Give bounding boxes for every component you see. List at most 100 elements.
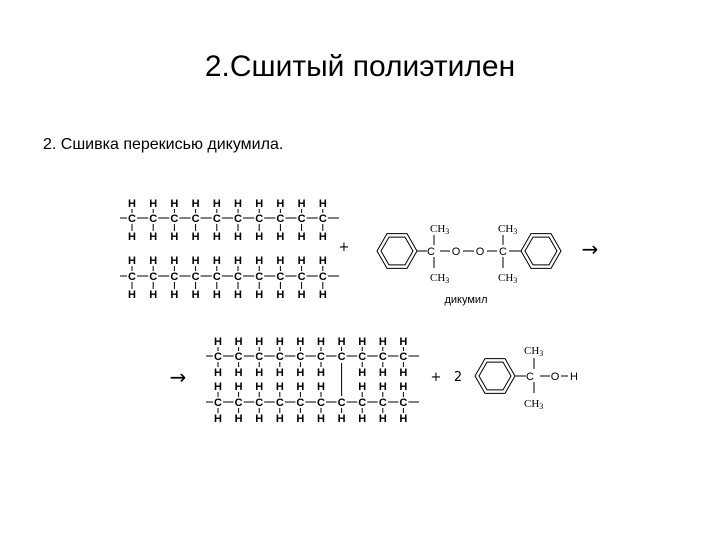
carbon-atom: C xyxy=(255,271,263,283)
carbon-atom: C xyxy=(255,397,263,409)
carbon-atom: C xyxy=(319,271,327,283)
hydrogen-atom: H xyxy=(338,336,346,348)
methyl-group: CH3 xyxy=(498,272,517,285)
hydrogen-atom: H xyxy=(296,381,304,393)
reaction-arrow: → xyxy=(170,365,187,389)
hydrogen-atom: H xyxy=(234,198,242,210)
hydrogen-atom: H xyxy=(192,231,200,243)
carbon-atom: C xyxy=(276,351,284,363)
hydrogen-atom: H xyxy=(234,289,242,301)
carbon-atom: C xyxy=(379,351,387,363)
carbon-atom: C xyxy=(213,271,221,283)
carbon-atom: C xyxy=(298,213,306,225)
carbon-atom: C xyxy=(319,213,327,225)
methyl-group: CH3 xyxy=(430,223,449,236)
hydrogen-atom: H xyxy=(235,381,243,393)
carbon-atom: C xyxy=(358,397,366,409)
oxygen-atom: O xyxy=(551,371,560,383)
carbon-atom: C xyxy=(296,397,304,409)
carbon-atom: C xyxy=(276,213,284,225)
hydrogen-atom: H xyxy=(379,336,387,348)
carbon-atom: C xyxy=(399,351,407,363)
hydrogen-atom: H xyxy=(296,336,304,348)
hydrogen-atom: H xyxy=(149,198,157,210)
hydrogen-atom: H xyxy=(276,255,284,267)
carbon-atom: C xyxy=(128,271,136,283)
carbon-atom: C xyxy=(192,271,200,283)
hydrogen-atom: H xyxy=(399,381,407,393)
hydrogen-atom: H xyxy=(276,336,284,348)
carbon-atom: C xyxy=(255,213,263,225)
hydrogen-atom: H xyxy=(214,413,222,425)
hydrogen-atom: H xyxy=(255,367,263,379)
carbon-atom: C xyxy=(235,397,243,409)
carbon-atom: C xyxy=(317,351,325,363)
hydrogen-atom: H xyxy=(128,231,136,243)
carbon-atom: C xyxy=(149,271,157,283)
hydrogen-atom: H xyxy=(192,255,200,267)
hydrogen-atom: H xyxy=(317,381,325,393)
hydrogen-atom: H xyxy=(276,413,284,425)
hydrogen-atom: H xyxy=(235,367,243,379)
hydrogen-atom: H xyxy=(358,381,366,393)
hydrogen-atom: H xyxy=(358,367,366,379)
carbon-atom: C xyxy=(338,351,346,363)
hydrogen-atom: H xyxy=(570,371,578,383)
carbon-atom: C xyxy=(170,213,178,225)
methyl-group: CH3 xyxy=(524,345,543,358)
hydrogen-atom: H xyxy=(276,198,284,210)
hydrogen-atom: H xyxy=(149,255,157,267)
hydrogen-atom: H xyxy=(170,231,178,243)
hydrogen-atom: H xyxy=(235,413,243,425)
benzene-ring-left xyxy=(376,233,418,269)
oxygen-atom: O xyxy=(452,246,461,258)
hydrogen-atom: H xyxy=(213,289,221,301)
carbon-atom: C xyxy=(255,351,263,363)
hydrogen-atom: H xyxy=(149,289,157,301)
carbon-atom: C xyxy=(276,397,284,409)
hydrogen-atom: H xyxy=(296,413,304,425)
hydrogen-atom: H xyxy=(319,289,327,301)
hydrogen-atom: H xyxy=(399,336,407,348)
hydrogen-atom: H xyxy=(319,198,327,210)
carbon-atom: C xyxy=(358,351,366,363)
carbon-atom: C xyxy=(235,351,243,363)
carbon-atom: C xyxy=(170,271,178,283)
benzene-ring-product xyxy=(474,358,516,394)
hydrogen-atom: H xyxy=(214,381,222,393)
hydrogen-atom: H xyxy=(319,255,327,267)
hydrogen-atom: H xyxy=(379,367,387,379)
hydrogen-atom: H xyxy=(214,336,222,348)
carbon-atom: C xyxy=(149,213,157,225)
benzene-ring-right xyxy=(520,233,562,269)
hydrogen-atom: H xyxy=(276,381,284,393)
hydrogen-atom: H xyxy=(149,231,157,243)
hydrogen-atom: H xyxy=(358,413,366,425)
carbon-atom: C xyxy=(427,246,435,258)
carbon-atom: C xyxy=(276,271,284,283)
hydrogen-atom: H xyxy=(128,289,136,301)
carbon-atom: C xyxy=(298,271,306,283)
hydrogen-atom: H xyxy=(317,413,325,425)
hydrogen-atom: H xyxy=(170,198,178,210)
oxygen-atom: O xyxy=(476,246,485,258)
carbon-atom: C xyxy=(296,351,304,363)
slide-subtitle: 2. Сшивка перекисью дикумила. xyxy=(43,136,284,153)
carbon-atom: C xyxy=(338,397,346,409)
polyethylene-chains: HCHHCHHCHHCHHCHHCHHCHHCHHCHHCHHCHHCHHCHH… xyxy=(120,198,462,425)
hydrogen-atom: H xyxy=(255,336,263,348)
hydrogen-atom: H xyxy=(399,367,407,379)
hydrogen-atom: H xyxy=(276,289,284,301)
hydrogen-atom: H xyxy=(192,198,200,210)
hydrogen-atom: H xyxy=(170,289,178,301)
hydrogen-atom: H xyxy=(358,336,366,348)
plus-sign: + xyxy=(431,370,442,385)
carbon-atom: C xyxy=(214,351,222,363)
hydrogen-atom: H xyxy=(298,231,306,243)
hydrogen-atom: H xyxy=(276,231,284,243)
benzene-ring-product-inner xyxy=(478,361,512,391)
slide-title: 2.Сшитый полиэтилен xyxy=(204,50,516,83)
hydrogen-atom: H xyxy=(255,231,263,243)
